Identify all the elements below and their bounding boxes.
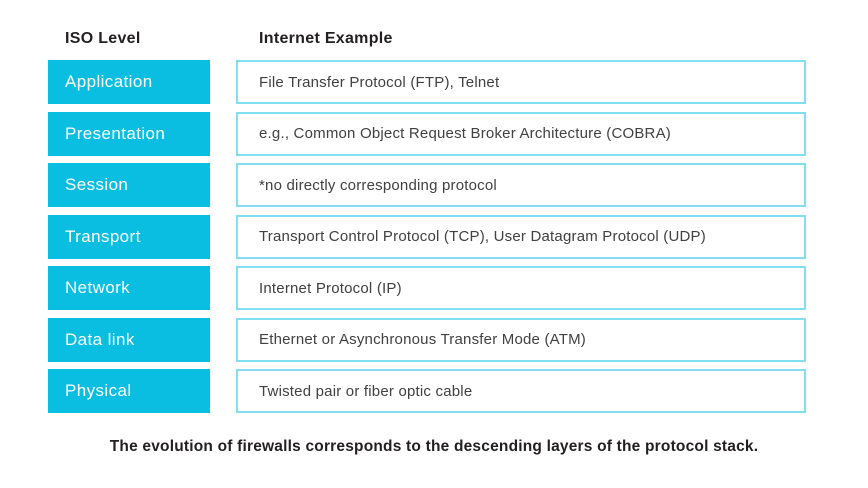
iso-level-cell: Session	[48, 163, 210, 207]
column-gap	[210, 215, 236, 259]
table-row: Session *no directly corresponding proto…	[48, 163, 806, 207]
internet-example-cell: Twisted pair or fiber optic cable	[236, 369, 806, 413]
internet-example-cell: Ethernet or Asynchronous Transfer Mode (…	[236, 317, 806, 362]
table-row: Transport Transport Control Protocol (TC…	[48, 214, 806, 259]
internet-example-cell: *no directly corresponding protocol	[236, 163, 806, 207]
table-row: Presentation e.g., Common Object Request…	[48, 111, 806, 156]
table-row: Application File Transfer Protocol (FTP)…	[48, 60, 806, 104]
column-gap	[210, 112, 236, 156]
caption: The evolution of firewalls corresponds t…	[109, 438, 759, 455]
internet-example-cell: File Transfer Protocol (FTP), Telnet	[236, 60, 806, 104]
iso-level-cell: Network	[48, 266, 210, 310]
column-header-internet-example: Internet Example	[259, 30, 393, 47]
iso-level-cell: Physical	[48, 369, 210, 413]
iso-level-cell: Data link	[48, 317, 210, 362]
iso-level-cell: Application	[48, 60, 210, 104]
iso-level-cell: Transport	[48, 214, 210, 259]
internet-example-cell: e.g., Common Object Request Broker Archi…	[236, 111, 806, 156]
table-row: Network Internet Protocol (IP)	[48, 266, 806, 310]
internet-example-cell: Transport Control Protocol (TCP), User D…	[236, 214, 806, 259]
internet-example-cell: Internet Protocol (IP)	[236, 266, 806, 310]
iso-level-cell: Presentation	[48, 111, 210, 156]
table-row: Physical Twisted pair or fiber optic cab…	[48, 369, 806, 413]
protocol-rows: Application File Transfer Protocol (FTP)…	[48, 60, 806, 413]
column-gap	[210, 318, 236, 362]
column-gap	[210, 369, 236, 413]
column-gap	[210, 60, 236, 104]
column-gap	[210, 163, 236, 207]
table-row: Data link Ethernet or Asynchronous Trans…	[48, 317, 806, 362]
column-header-iso-level: ISO Level	[65, 30, 141, 47]
column-gap	[210, 266, 236, 310]
